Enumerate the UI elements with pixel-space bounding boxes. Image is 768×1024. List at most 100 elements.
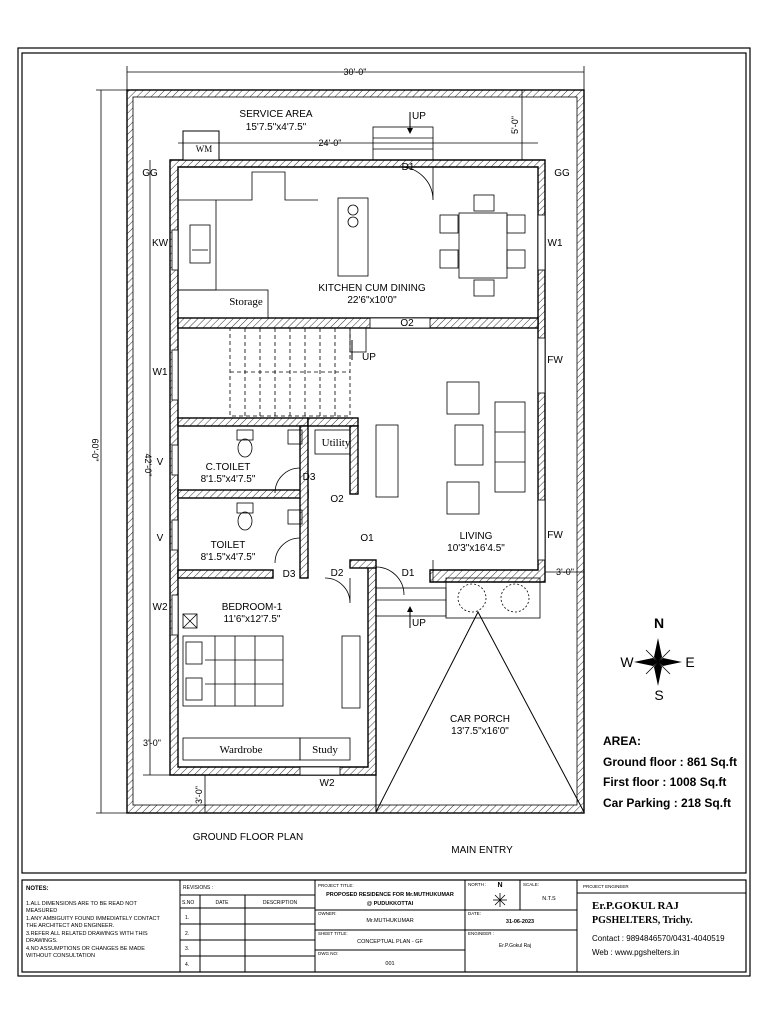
project-title-label: PROJECT TITLE: — [318, 883, 354, 888]
note-line: WITHOUT CONSULTATION — [26, 953, 95, 959]
mark-gg-right: GG — [554, 168, 570, 179]
note-line: THE ARCHITECT AND ENGINEER. — [26, 923, 115, 929]
north-label: NORTH : — [468, 882, 486, 887]
toilet-size: 8'1.5"x4'7.5" — [201, 552, 256, 563]
windows — [171, 214, 546, 776]
sheet-inner-border — [21, 52, 747, 874]
firm-name: PGSHELTERS, Trichy. — [592, 915, 693, 926]
note-line: 1.ALL DIMENSIONS ARE TO BE READ NOT — [26, 901, 137, 907]
dim-overall-depth: 60'-0" — [90, 439, 100, 462]
front-steps — [372, 112, 447, 628]
date-value: 31-06-2023 — [506, 919, 534, 925]
mark-up-porch: UP — [412, 618, 426, 629]
car-porch-size: 13'7.5"x16'0" — [451, 726, 509, 737]
note-line: MEASURED — [26, 908, 57, 914]
dim-side-gap: 3'-0" — [143, 738, 161, 748]
north-star-icon — [493, 893, 507, 907]
compass-e: E — [685, 654, 694, 670]
website: Web : www.pgshelters.in — [592, 948, 679, 957]
bedroom-name: BEDROOM-1 — [222, 602, 283, 613]
owner-label: OWNER: — [318, 911, 337, 916]
revisions-date: DATE — [216, 900, 230, 906]
compass-s: S — [654, 687, 663, 703]
sheet-title: CONCEPTUAL PLAN - GF — [357, 939, 423, 945]
project-title: PROPOSED RESIDENCE FOR Mr.MUTHUKUMAR — [326, 892, 454, 898]
dwg-no: 001 — [385, 961, 394, 967]
ctoilet-name: C.TOILET — [206, 462, 251, 473]
note-line: DRAWINGS. — [26, 938, 58, 944]
title-block-grid — [21, 879, 747, 973]
dim-porch-gap: 3'-0" — [556, 567, 574, 577]
sheet-title-label: SHEET TITLE: — [318, 931, 348, 936]
wardrobe-label: Wardrobe — [219, 744, 262, 756]
mark-w2-left: W2 — [153, 602, 168, 613]
dim-inner-depth: 42'-0" — [143, 454, 153, 477]
sofa-set-icon — [375, 381, 526, 515]
area-ground: Ground floor : 861 Sq.ft — [603, 755, 737, 769]
revision-row: 4. — [185, 962, 189, 968]
mark-kw: KW — [152, 238, 169, 249]
mark-o2-lower: O2 — [330, 494, 344, 505]
bed-icon — [182, 613, 361, 761]
plan-title: GROUND FLOOR PLAN — [193, 832, 304, 843]
mark-w1-left: W1 — [153, 367, 168, 378]
revision-row: 3. — [185, 946, 189, 952]
ctoilet-size: 8'1.5"x4'7.5" — [201, 474, 256, 485]
bedroom-size: 11'6"x12'7.5" — [224, 614, 281, 625]
mark-up-stair: UP — [362, 352, 376, 363]
dim-kitchen-width: 24'-0" — [319, 138, 342, 148]
compass-rose-icon — [634, 638, 682, 686]
study-label: Study — [312, 744, 338, 756]
mark-v-lower: V — [157, 533, 164, 544]
mark-o1: O1 — [360, 533, 374, 544]
mark-gg-left: GG — [142, 168, 158, 179]
project-place: @ PUDUKKOTTAI — [367, 901, 414, 907]
storage-label: Storage — [229, 296, 263, 308]
project-engineer-name: Er.P.GOKUL RAJ — [592, 900, 679, 912]
service-area-size: 15'7.5"x4'7.5" — [246, 122, 307, 133]
dim-rear-gap: 3'-0" — [194, 786, 204, 804]
dim-service-depth: 5'-0" — [510, 116, 520, 134]
utility-label: Utility — [322, 437, 351, 449]
kitchen-size: 22'6"x10'0" — [347, 295, 397, 306]
area-parking: Car Parking : 218 Sq.ft — [603, 796, 731, 810]
engineer-name: Er.P.Gokul Raj — [499, 943, 531, 949]
date-label: DATE: — [468, 911, 481, 916]
door-swings — [274, 166, 434, 604]
engineer-label: ENGINEER : — [468, 931, 494, 936]
toilet-name: TOILET — [211, 540, 246, 551]
hob-island-icon — [337, 197, 369, 277]
notes-heading: NOTES: — [26, 886, 49, 892]
mark-d1-top: D1 — [402, 162, 415, 173]
contact-number: Contact : 9894846570/0431-4040519 — [592, 934, 725, 943]
mark-d3-lower: D3 — [283, 569, 296, 580]
compass-n: N — [654, 615, 664, 631]
mark-fw-lower: FW — [547, 530, 563, 541]
revisions-description: DESCRIPTION — [263, 900, 298, 906]
scale-label: SCALE: — [523, 882, 539, 887]
living-name: LIVING — [460, 531, 493, 542]
mark-fw-upper: FW — [547, 355, 563, 366]
dimension-lines — [96, 66, 585, 814]
kitchen-name: KITCHEN CUM DINING — [318, 283, 425, 294]
mark-d2: D2 — [331, 568, 344, 579]
main-entry-label: MAIN ENTRY — [451, 845, 513, 856]
note-line: 3.REFER ALL RELATED DRAWINGS WITH THIS — [26, 931, 148, 937]
planter-icon — [445, 577, 541, 619]
mark-w1-right: W1 — [548, 238, 563, 249]
staircase — [229, 327, 367, 417]
service-area-name: SERVICE AREA — [239, 109, 313, 120]
note-line: 4.NO ASSUMPTIONS OR CHANGES BE MADE — [26, 946, 145, 952]
kitchen-counters — [177, 171, 369, 319]
storage-counter — [177, 289, 269, 319]
toilet-fixtures — [236, 429, 351, 531]
car-porch-name: CAR PORCH — [450, 714, 510, 725]
sheet-outer-border — [17, 47, 751, 977]
mark-d3-upper: D3 — [303, 472, 316, 483]
revisions-label: REVISIONS : — [183, 885, 213, 891]
mark-d1-bottom: D1 — [402, 568, 415, 579]
mark-v-upper: V — [157, 457, 164, 468]
dim-overall-width: 30'-0" — [344, 67, 367, 77]
project-engineer-label: PROJECT ENGINEER — [583, 884, 629, 889]
